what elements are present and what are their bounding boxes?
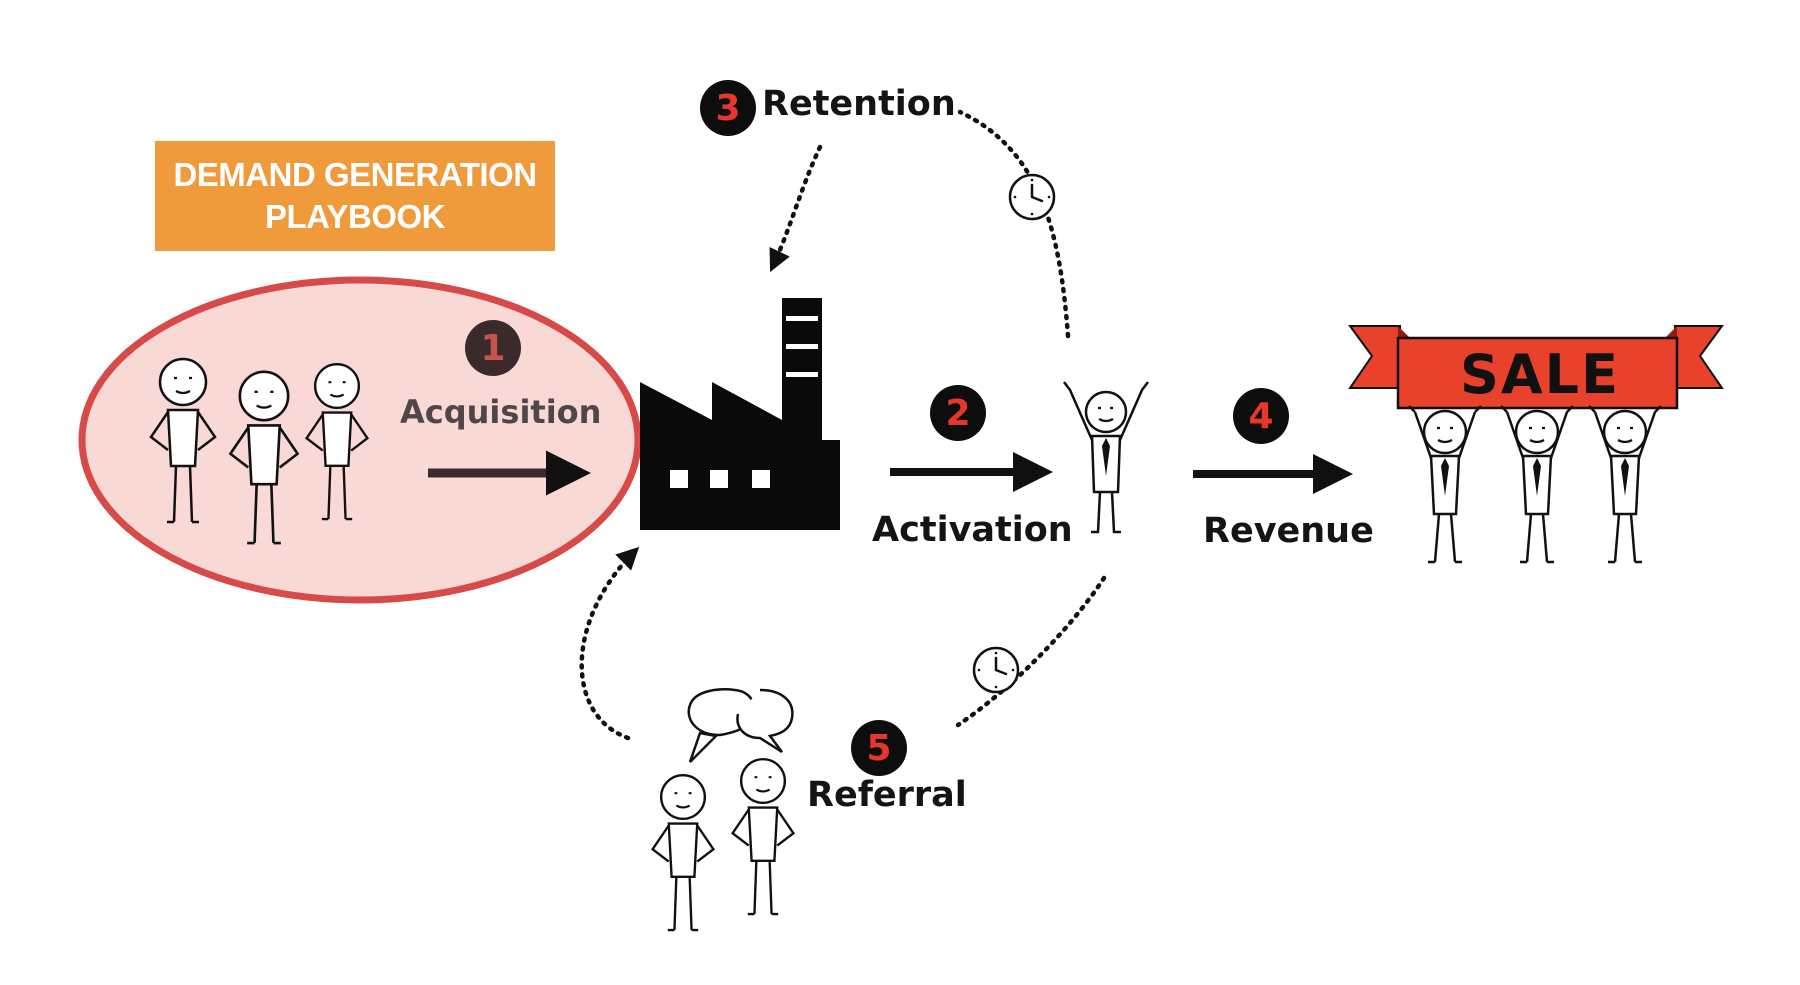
referral-label: Referral	[807, 775, 967, 815]
step-4-badge: 4	[1233, 388, 1289, 444]
step-3-badge: 3	[700, 80, 756, 136]
referral-clock-icon	[972, 646, 1020, 694]
step-5-badge: 5	[851, 720, 907, 776]
sale-banner-text: SALE	[1460, 343, 1620, 406]
retention-label: Retention	[762, 84, 956, 124]
acquisition-label: Acquisition	[400, 393, 602, 431]
title-box: DEMAND GENERATION PLAYBOOK	[155, 141, 555, 251]
step-1-badge: 1	[465, 320, 521, 376]
sale-banner-icon	[1348, 325, 1724, 564]
referral-people-icon	[651, 688, 795, 932]
step-4-number: 4	[1248, 395, 1274, 437]
title-line-2: PLAYBOOK	[265, 198, 445, 235]
factory-icon	[640, 298, 840, 530]
retention-loop-path	[957, 109, 1071, 339]
revenue-label: Revenue	[1203, 511, 1374, 551]
step-5-number: 5	[866, 727, 892, 769]
activation-label: Activation	[872, 510, 1073, 550]
step-2-number: 2	[945, 392, 971, 434]
step-3-number: 3	[715, 87, 741, 129]
referral-return-path	[579, 546, 640, 741]
activated-user-icon	[1063, 381, 1149, 534]
retention-clock-icon	[1008, 173, 1056, 221]
retention-return-path	[769, 144, 823, 273]
referral-loop-path	[955, 575, 1107, 728]
acquisition-highlight	[78, 276, 642, 604]
title-line-1: DEMAND GENERATION	[173, 156, 537, 193]
step-2-badge: 2	[930, 385, 986, 441]
step-1-number: 1	[480, 327, 506, 369]
